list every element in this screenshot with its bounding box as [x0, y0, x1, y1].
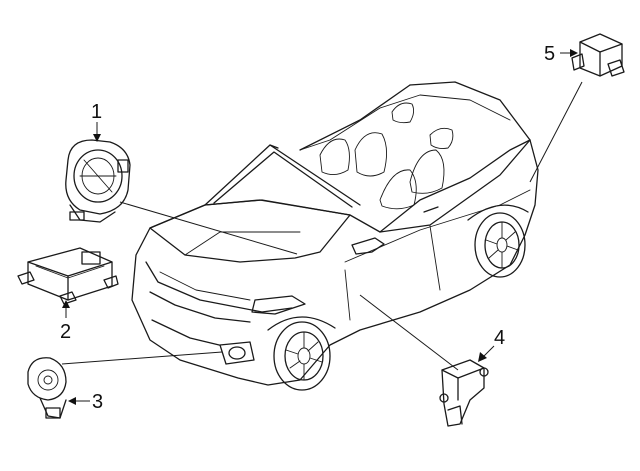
leader-line-4: [359, 294, 459, 371]
callout-1-arrow-icon: [93, 134, 101, 142]
part-3-impact-sensor-illustration: [27, 357, 67, 419]
part-4-side-sensor-illustration: [439, 359, 489, 427]
callout-3-arrow-icon: [68, 397, 76, 405]
callout-5: 5: [544, 43, 578, 65]
convertible-suv-illustration: [131, 81, 539, 391]
part-2-airbag-module-illustration: [17, 247, 119, 305]
callout-2-arrow-icon: [62, 300, 70, 308]
callout-1: 1: [91, 101, 102, 142]
part-5-sensor-illustration: [571, 33, 625, 77]
callout-5-arrow-icon: [570, 49, 578, 57]
callout-2: 2: [60, 300, 71, 343]
callout-3: 3: [68, 391, 103, 413]
callout-4: 4: [478, 327, 505, 362]
leader-lines: [61, 81, 583, 371]
callout-2-number: 2: [60, 321, 71, 343]
callout-4-arrow-icon: [478, 352, 487, 362]
callout-1-number: 1: [91, 101, 102, 123]
leader-line-3: [61, 351, 223, 365]
callout-5-number: 5: [544, 43, 555, 65]
leader-line-5: [529, 81, 583, 183]
callout-4-number: 4: [494, 327, 505, 349]
callout-3-number: 3: [92, 391, 103, 413]
part-1-clockspring-illustration: [65, 139, 131, 223]
leader-line-1: [119, 201, 298, 255]
